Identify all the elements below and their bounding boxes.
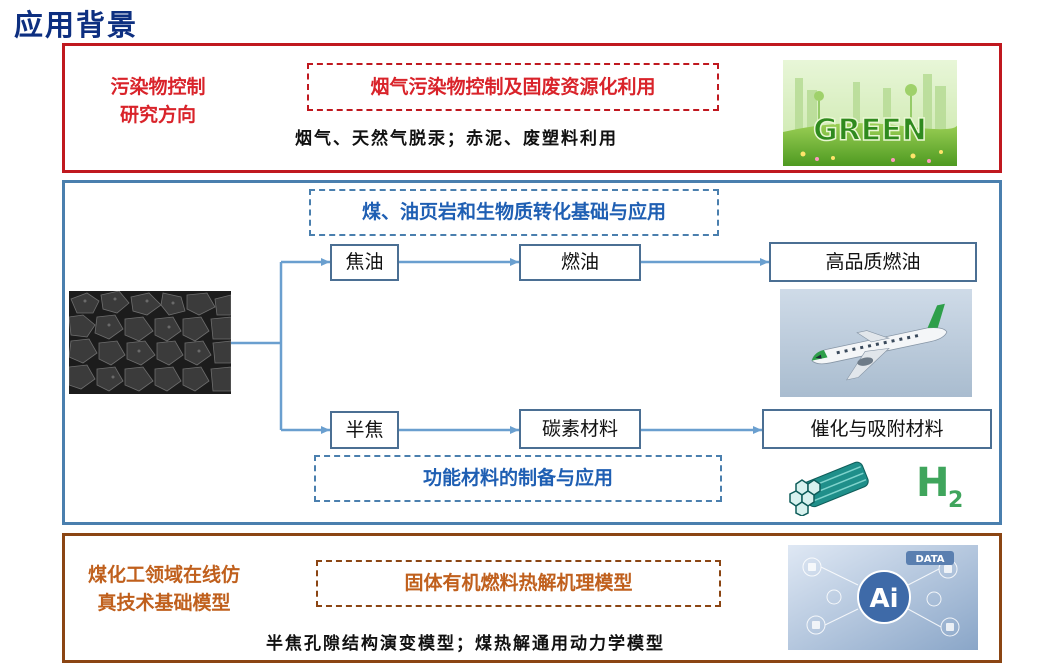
simulation-panel <box>62 533 1002 663</box>
pollution-category-line2: 研究方向 <box>119 104 196 126</box>
pollution-heading: 烟气污染物控制及固废资源化利用 <box>307 63 719 111</box>
ai-data-label: DATA <box>915 554 944 565</box>
node-semi-coke: 半焦 <box>330 411 399 449</box>
page-title: 应用背景 <box>14 8 139 42</box>
pollution-detail: 烟气、天然气脱汞；赤泥、废塑料利用 <box>295 129 618 149</box>
carbon-nanotube-icon <box>778 460 870 517</box>
coal-illustration <box>69 291 231 394</box>
conversion-heading: 煤、油页岩和生物质转化基础与应用 <box>309 189 719 236</box>
simulation-category: 煤化工领域在线仿 真技术基础模型 <box>68 561 260 617</box>
simulation-detail: 半焦孔隙结构演变模型；煤热解通用动力学模型 <box>266 634 665 654</box>
ai-label: Ai <box>869 584 898 614</box>
airplane-illustration <box>780 289 972 397</box>
ai-illustration: DATA Ai <box>788 545 978 650</box>
ai-technology-image: DATA Ai <box>788 545 978 650</box>
node-premium-fuel: 高品质燃油 <box>769 242 977 282</box>
green-image-text: GREEN <box>813 113 927 148</box>
hydrogen-symbol: H <box>916 460 950 506</box>
conversion-panel <box>62 180 1002 525</box>
coal-image <box>69 291 231 394</box>
simulation-heading: 固体有机燃料热解机理模型 <box>316 560 721 607</box>
pollution-category-line1: 污染物控制 <box>110 76 206 98</box>
pollution-panel <box>62 43 1002 173</box>
green-illustration: GREEN <box>783 60 957 166</box>
green-environment-image: GREEN <box>783 60 957 166</box>
airplane-image <box>780 289 972 397</box>
node-tar: 焦油 <box>330 244 399 281</box>
hydrogen-icon: H 2 <box>910 460 970 516</box>
functional-materials-heading: 功能材料的制备与应用 <box>314 455 722 502</box>
simulation-category-line1: 煤化工领域在线仿 <box>87 564 240 586</box>
simulation-category-line2: 真技术基础模型 <box>97 592 231 614</box>
node-carbon-material: 碳素材料 <box>519 409 641 449</box>
node-fuel-oil: 燃油 <box>519 244 641 281</box>
pollution-category: 污染物控制 研究方向 <box>78 73 238 129</box>
hydrogen-subscript: 2 <box>948 488 964 513</box>
node-catalyst-material: 催化与吸附材料 <box>762 409 992 449</box>
